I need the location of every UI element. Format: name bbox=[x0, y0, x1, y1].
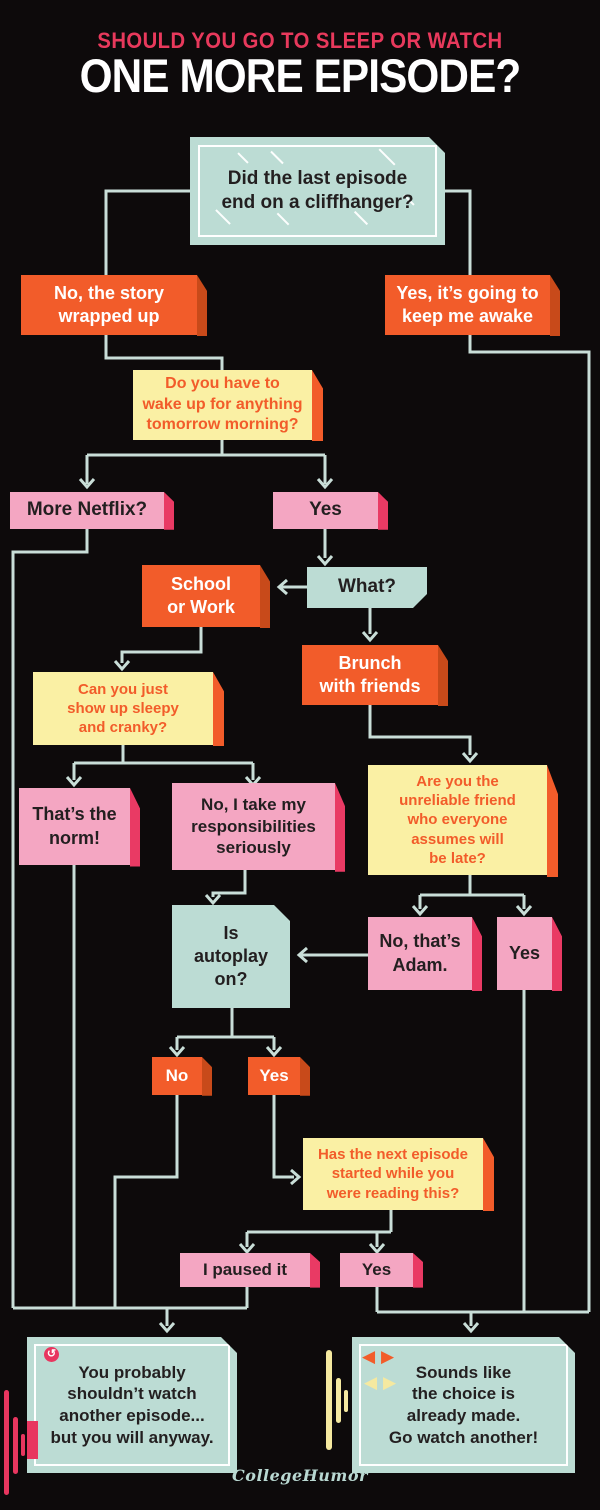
node-more-netflix: More Netflix? bbox=[10, 492, 164, 529]
node-yes-awake: Yes, it’s going to keep me awake bbox=[385, 275, 550, 335]
forward-icon: ▶ bbox=[381, 1347, 395, 1366]
node-no-story: No, the story wrapped up bbox=[21, 275, 197, 335]
forward-icon: ▶ bbox=[383, 1373, 397, 1392]
node-label: You probably shouldn’t watch another epi… bbox=[50, 1362, 214, 1447]
equalizer-bar bbox=[336, 1378, 341, 1423]
node-label: Yes bbox=[361, 1260, 392, 1280]
snooze-icon: ↺ bbox=[44, 1347, 59, 1362]
node-label: Yes bbox=[309, 499, 342, 521]
node-label: Brunch with friends bbox=[319, 652, 421, 696]
slash-decoration bbox=[237, 152, 248, 163]
node-thats-the-norm: That’s the norm! bbox=[19, 788, 130, 865]
node-label: Yes bbox=[259, 1066, 289, 1086]
node-no-autoplay: No bbox=[152, 1057, 202, 1095]
node-label: That’s the norm! bbox=[32, 804, 117, 848]
rewind-icon: ◀ bbox=[362, 1347, 376, 1366]
node-next-episode-question: Has the next episode started while you w… bbox=[303, 1138, 483, 1210]
node-label: Yes bbox=[508, 942, 541, 963]
node-label: Is autoplay on? bbox=[193, 922, 268, 990]
node-thats-adam: No, that’s Adam. bbox=[368, 917, 472, 990]
node-yes-tomorrow: Yes bbox=[273, 492, 378, 529]
node-label: Yes, it’s going to keep me awake bbox=[396, 282, 539, 326]
equalizer-bar bbox=[13, 1417, 18, 1474]
kicker-text: SHOULD YOU GO TO SLEEP OR WATCH bbox=[97, 28, 503, 53]
node-label: Can you just show up sleepy and cranky? bbox=[67, 680, 179, 737]
equalizer-bar bbox=[4, 1390, 9, 1495]
equalizer-bar bbox=[344, 1390, 348, 1412]
slash-decoration bbox=[270, 151, 283, 164]
node-label: Do you have to wake up for anything tomo… bbox=[142, 375, 303, 434]
node-yes-autoplay: Yes bbox=[248, 1057, 300, 1095]
node-responsibilities: No, I take my responsibilities seriously bbox=[172, 783, 335, 870]
node-cliffhanger-question: Did the last episode end on a cliffhange… bbox=[190, 137, 445, 245]
equalizer-bar bbox=[326, 1350, 332, 1450]
collegehumor-logo: CollegeHumor bbox=[232, 1466, 368, 1485]
node-i-paused-it: I paused it bbox=[180, 1253, 310, 1287]
node-label: Are you the unreliable friend who everyo… bbox=[399, 773, 516, 867]
node-label: More Netflix? bbox=[26, 499, 148, 521]
node-sleepy-cranky-question: Can you just show up sleepy and cranky? bbox=[33, 672, 213, 745]
node-autoplay-question: Is autoplay on? bbox=[172, 905, 290, 1008]
node-brunch: Brunch with friends bbox=[302, 645, 438, 705]
node-result-watch: Sounds like the choice is already made. … bbox=[352, 1337, 575, 1473]
node-yes-late: Yes bbox=[497, 917, 552, 990]
node-school-work: School or Work bbox=[142, 565, 260, 627]
node-result-sleep: You probably shouldn’t watch another epi… bbox=[27, 1337, 237, 1473]
node-wake-up-question: Do you have to wake up for anything tomo… bbox=[133, 370, 312, 440]
node-label: Sounds like the choice is already made. … bbox=[388, 1362, 539, 1447]
red-tab-decoration bbox=[27, 1421, 38, 1459]
page-title: ONE MORE EPISODE? bbox=[79, 49, 522, 102]
rewind-icon: ◀ bbox=[364, 1373, 378, 1392]
node-label: Has the next episode started while you w… bbox=[317, 1146, 469, 1202]
node-unreliable-friend-question: Are you the unreliable friend who everyo… bbox=[368, 765, 547, 875]
node-label: Did the last episode end on a cliffhange… bbox=[221, 167, 414, 213]
node-what-question: What? bbox=[307, 567, 427, 608]
node-label: What? bbox=[337, 576, 397, 598]
node-label: No bbox=[165, 1066, 189, 1086]
node-label: I paused it bbox=[202, 1260, 288, 1280]
node-label: No, that’s Adam. bbox=[379, 931, 461, 975]
node-label: School or Work bbox=[167, 573, 235, 617]
node-label: No, the story wrapped up bbox=[53, 282, 164, 326]
node-label: No, I take my responsibilities seriously bbox=[191, 794, 316, 858]
slash-decoration bbox=[379, 149, 396, 166]
node-yes-started: Yes bbox=[340, 1253, 413, 1287]
equalizer-bar bbox=[21, 1434, 25, 1456]
